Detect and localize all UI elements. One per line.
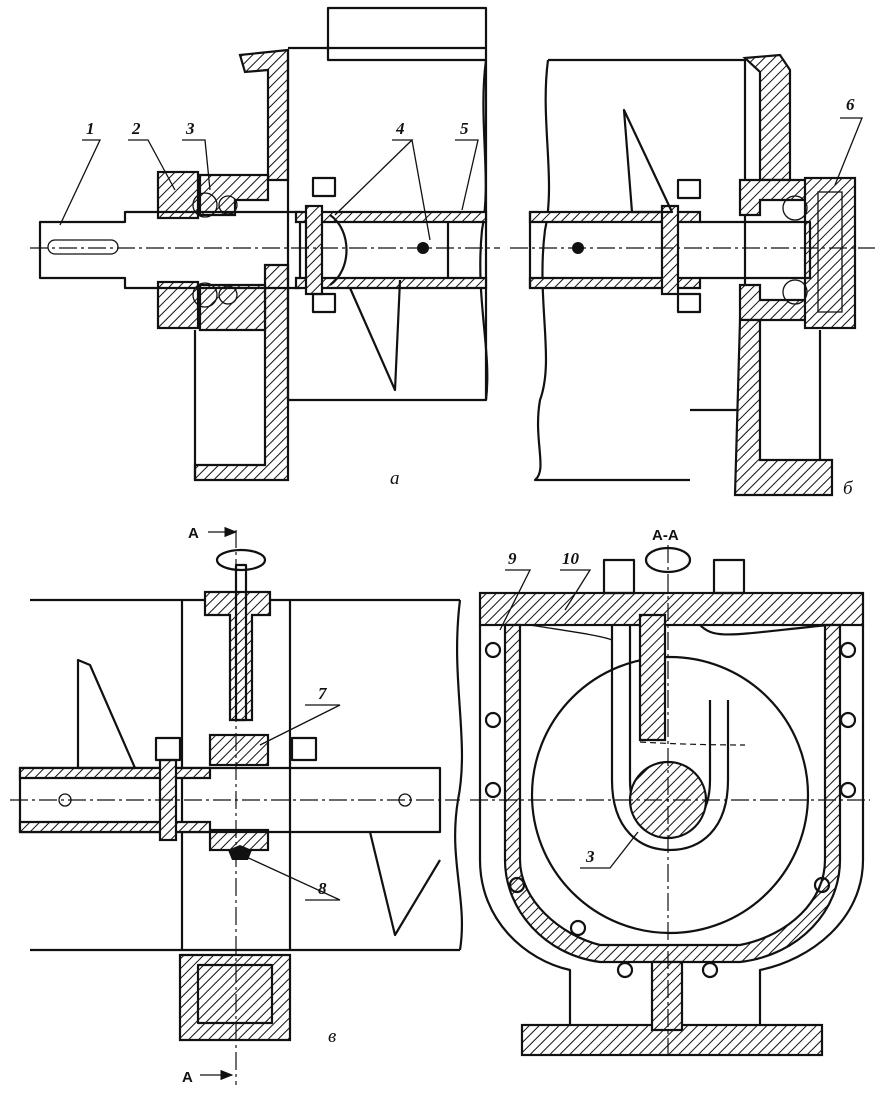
part-label-10: 10	[562, 549, 580, 568]
part-label-2: 2	[131, 119, 141, 138]
section-title: А-А	[652, 527, 679, 544]
part-label-7: 7	[318, 684, 328, 703]
bolt-holes	[484, 641, 857, 979]
panel-label-b: б	[843, 478, 854, 499]
section-mark-bottom: А	[182, 1069, 193, 1086]
section-a-a-view	[470, 545, 870, 1060]
panel-b-view	[510, 53, 875, 497]
section-mark-top: А	[188, 525, 199, 542]
part-label-1: 1	[86, 119, 95, 138]
leader-lines	[59, 117, 863, 901]
part-label-8: 8	[318, 879, 327, 898]
part-labels: 1 2 3 4 5 6 7 8 9 10 3	[86, 95, 855, 898]
part-label-6: 6	[846, 95, 855, 114]
part-label-3-section: 3	[585, 847, 595, 866]
panel-a-view	[30, 6, 500, 482]
panel-label-v: в	[328, 1026, 336, 1047]
panel-v-view	[10, 526, 464, 1085]
panel-labels: а б в	[328, 468, 854, 1047]
panel-label-a: а	[390, 468, 400, 489]
part-label-9: 9	[508, 549, 517, 568]
section-marks: А А А-А	[182, 525, 679, 1086]
part-label-4: 4	[395, 119, 405, 138]
part-label-5: 5	[460, 119, 469, 138]
part-label-3: 3	[185, 119, 195, 138]
